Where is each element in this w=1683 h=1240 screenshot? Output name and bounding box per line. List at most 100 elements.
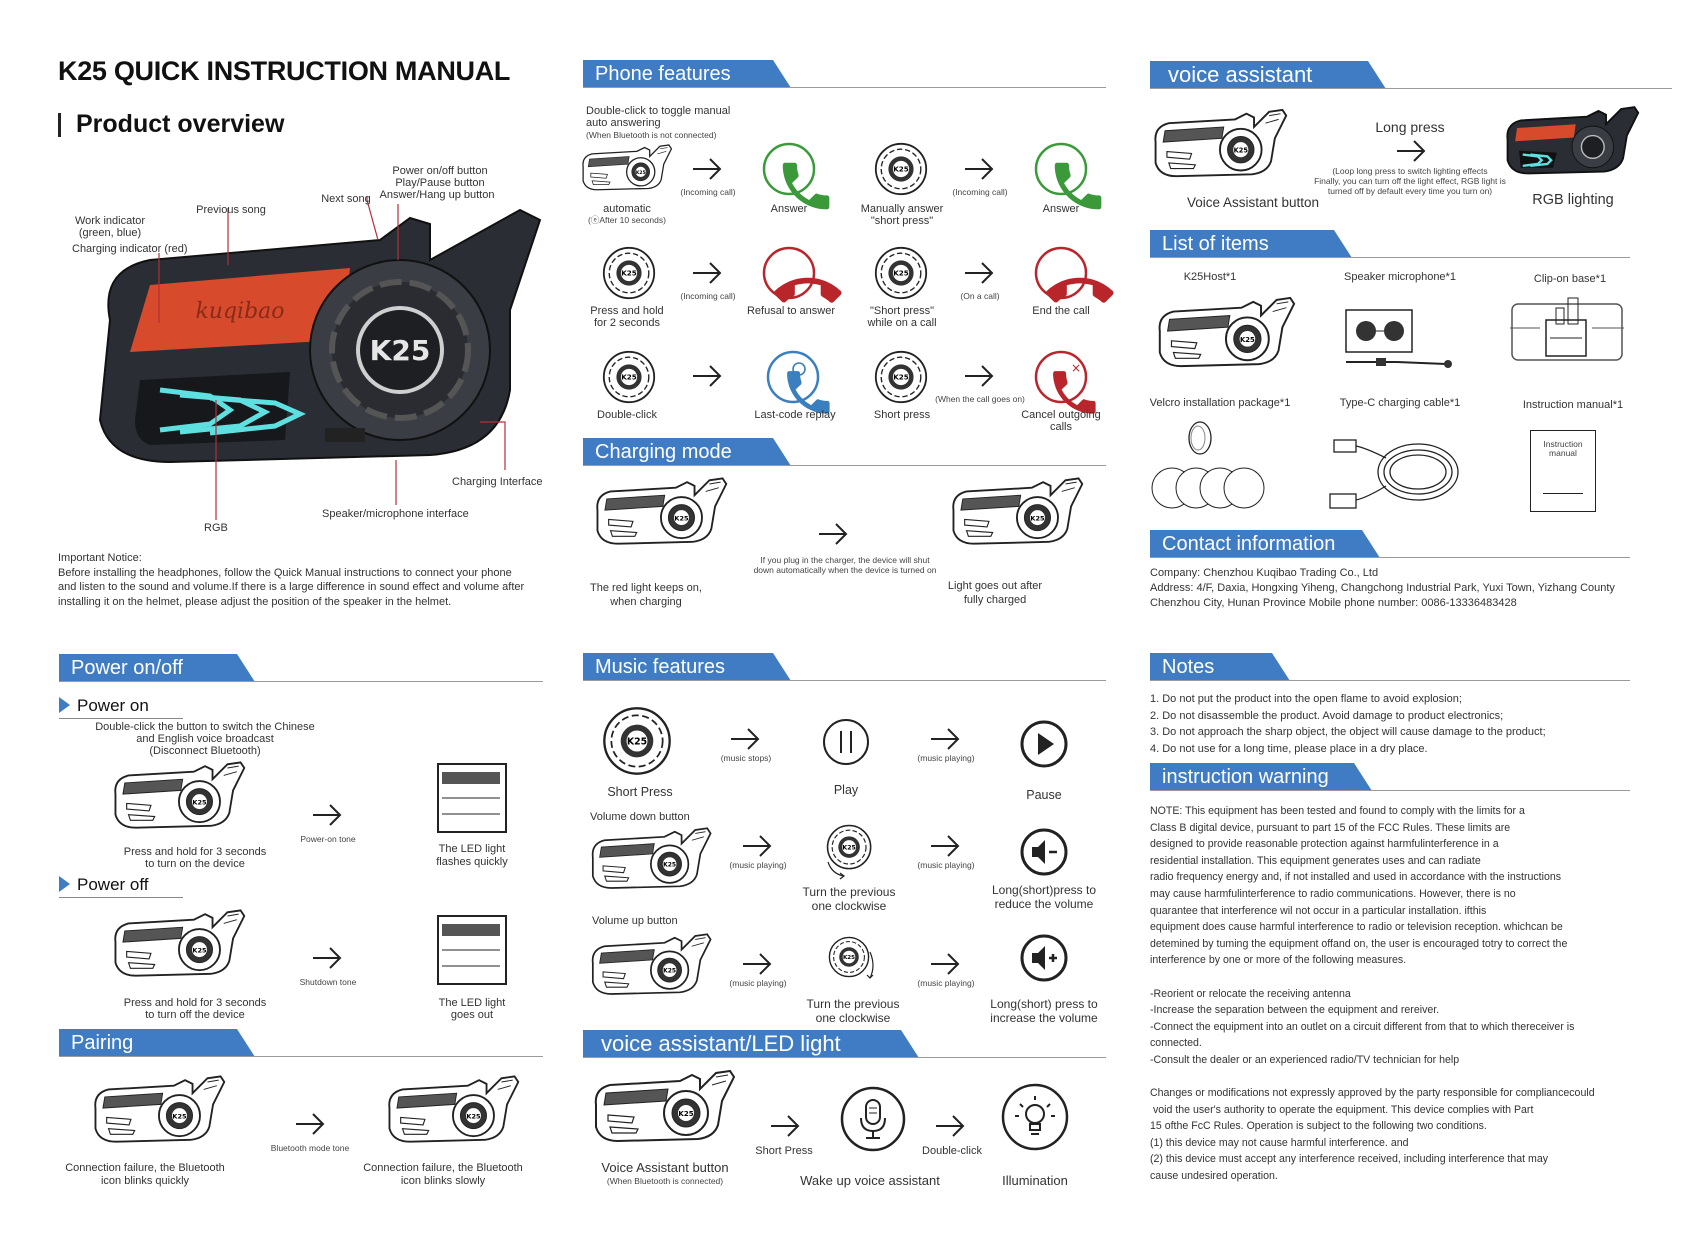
music-reduce-1: Long(short)press to: [991, 883, 1097, 897]
pairing-tone: Bluetooth mode tone: [270, 1143, 350, 1153]
music-heading: Music features: [583, 653, 791, 681]
volume-up-icon: [1020, 934, 1068, 982]
power-led-off-2: goes out: [450, 1009, 494, 1021]
contact-city: Chenzhou City, Hunan Province Mobile pho…: [1150, 597, 1517, 609]
phone-replay: Last-code replay: [754, 409, 836, 421]
phone-cancel-2: calls: [1049, 421, 1072, 433]
voice-arrow-icon: [1394, 139, 1428, 163]
power-off-device-icon: [108, 906, 248, 982]
phone-toggle-1: Double-click to toggle manual: [586, 105, 731, 117]
pairing-slow-2: icon blinks slowly: [400, 1175, 486, 1187]
phone-hold-2: for 2 seconds: [593, 317, 661, 329]
label-speaker-interface: Speaker/microphone interface: [322, 508, 469, 520]
power-off-tone: Shutdown tone: [299, 977, 357, 987]
phone-row3-arrow-a-icon: [692, 364, 722, 388]
power-led-on-1: The LED light: [438, 843, 506, 855]
led-wake: Wake up voice assistant: [800, 1173, 940, 1188]
manual-box-line: [1543, 493, 1583, 494]
notes-section-header: Notes: [1150, 653, 1630, 681]
charging-out-2: fully charged: [963, 594, 1027, 606]
led-dbl: Double-click: [922, 1145, 982, 1157]
charging-plug-2: down automatically when the device is tu…: [753, 565, 937, 575]
phone-incoming-1: (Incoming call): [680, 187, 736, 197]
power-dbl-2: and English voice broadcast: [136, 733, 274, 745]
phone-toggle-2: auto answering: [586, 117, 661, 129]
music-volup-device-icon: [586, 930, 714, 1000]
item-speaker-icon: [1345, 309, 1452, 368]
music-playing-1: (music playing): [917, 753, 975, 763]
pause-icon: [1020, 720, 1068, 768]
voice-device-icon: [1148, 100, 1290, 188]
items-velcro: Velcro installation package*1: [1149, 397, 1291, 409]
music-play-label: Play: [833, 783, 859, 797]
label-work-colors: (green, blue): [78, 227, 142, 239]
led-arrow-b-icon: [935, 1114, 965, 1138]
phone-on-call: (On a call): [960, 291, 1000, 301]
music-playing-4: (music playing): [729, 978, 787, 988]
refuse-phone-icon: [762, 246, 816, 300]
phone-dbl-knob-icon: [602, 350, 656, 404]
microphone-icon: [840, 1086, 906, 1152]
notice-line-2: and listen to the sound and volume.If th…: [58, 581, 525, 593]
phone-dbl: Double-click: [597, 409, 657, 421]
voice-loop-2: Finally, you can turn off the light effe…: [1314, 176, 1506, 186]
power-on-led-icon: [437, 763, 507, 833]
led-heading: voice assistant/LED light: [583, 1030, 919, 1058]
charging-device-left-icon: [590, 474, 730, 550]
phone-refusal: Refusal to answer: [746, 305, 836, 317]
label-work-indicator: Work indicator: [74, 215, 146, 227]
voice-long-press: Long press: [1375, 119, 1445, 135]
phone-row1-arrow-b-icon: [964, 157, 994, 181]
label-previous-song: Previous song: [196, 204, 266, 216]
label-next-song: Next song: [321, 193, 371, 205]
power-off-underline: [59, 897, 183, 898]
voice-heading: voice assistant: [1150, 61, 1386, 89]
pairing-quick-2: icon blinks quickly: [100, 1175, 190, 1187]
power-on-marker-icon: [59, 697, 70, 713]
power-on-arrow-icon: [312, 803, 342, 827]
notes-line-1: 1. Do not put the product into the open …: [1150, 693, 1462, 705]
pairing-device-right-icon: [382, 1072, 522, 1148]
music-cw-2: one clockwise: [811, 899, 887, 913]
power-hold-on-2: to turn on the device: [145, 858, 245, 870]
pairing-arrow-icon: [295, 1112, 325, 1136]
phone-short-knob-icon: [874, 350, 928, 404]
warning-section-header: instruction warning: [1150, 763, 1630, 791]
phone-answer-label-1: Answer: [770, 203, 808, 215]
music-row2-arrow-b-icon: [930, 834, 960, 858]
charging-out-1: Light goes out after: [947, 580, 1043, 592]
music-playing-3: (music playing): [917, 860, 975, 870]
phone-short: Short press: [873, 409, 931, 421]
led-btn: Voice Assistant button: [601, 1160, 729, 1175]
label-rgb: RGB: [204, 522, 228, 534]
phone-row1-arrow-a-icon: [692, 157, 722, 181]
warning-text: NOTE: This equipment has been tested and…: [1150, 805, 1595, 1183]
items-section-header: List of items: [1150, 230, 1630, 258]
warning-heading: instruction warning: [1150, 763, 1372, 791]
phone-auto-label: automatic: [603, 203, 651, 215]
phone-sp-2: while on a call: [867, 317, 937, 329]
charging-plug-1: If you plug in the charger, the device w…: [760, 555, 930, 565]
phone-auto-sub: (ⓔAfter 10 seconds): [588, 215, 666, 225]
items-speaker: Speaker microphone*1: [1344, 271, 1456, 283]
label-charging-interface: Charging Interface: [452, 476, 543, 488]
music-row3-arrow-b-icon: [930, 952, 960, 976]
power-dbl-1: Double-click the button to switch the Ch…: [95, 721, 315, 733]
label-charging-indicator: Charging indicator (red): [72, 243, 188, 255]
power-off-led-icon: [437, 915, 507, 985]
item-velcro-icon: [1151, 421, 1265, 509]
music-vol-down: Volume down button: [590, 811, 690, 823]
voice-rgb: RGB lighting: [1532, 192, 1614, 208]
power-heading: Power on/off: [59, 654, 255, 682]
contact-address: Address: 4/F, Daxia, Hongxing Yiheng, Ch…: [1150, 582, 1615, 594]
power-led-on-2: flashes quickly: [436, 856, 508, 868]
volume-down-icon: [1020, 828, 1068, 876]
power-on-title: Power on: [77, 696, 149, 715]
phone-auto-device-icon: [578, 140, 674, 196]
power-hold-on-1: Press and hold for 3 seconds: [123, 846, 267, 858]
notice-line-1: Before installing the headphones, follow…: [58, 567, 512, 579]
power-off-title: Power off: [77, 875, 149, 894]
svg-text:kuqibao: kuqibao: [195, 299, 284, 324]
charging-device-right-icon: [946, 474, 1086, 550]
phone-answer-label-2: Answer: [1042, 203, 1080, 215]
